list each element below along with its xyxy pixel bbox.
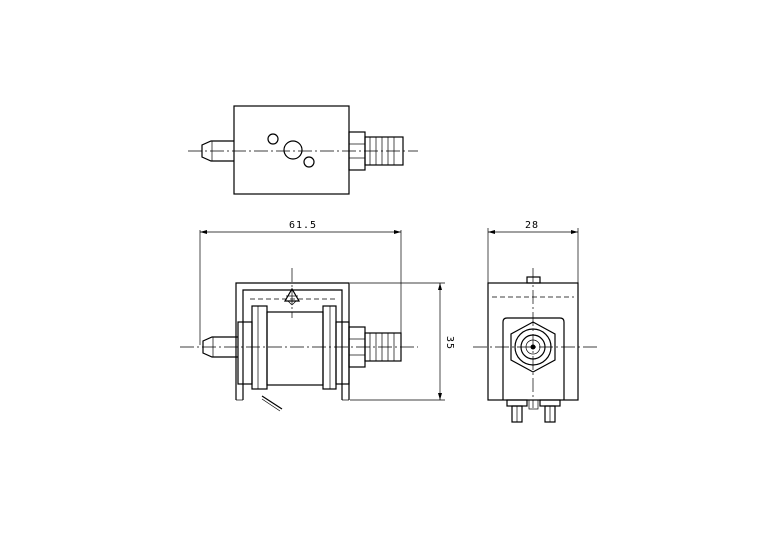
side-view (473, 228, 598, 423)
dim-height: 35 (444, 336, 455, 350)
top-hole-small-2 (303, 156, 315, 168)
dim-width: 28 (525, 220, 539, 231)
front-view (180, 230, 445, 412)
top-view (188, 105, 418, 195)
top-hole-large (283, 140, 303, 160)
top-hole-small-1 (267, 133, 279, 145)
dim-overall-length: 61.5 (289, 220, 317, 231)
